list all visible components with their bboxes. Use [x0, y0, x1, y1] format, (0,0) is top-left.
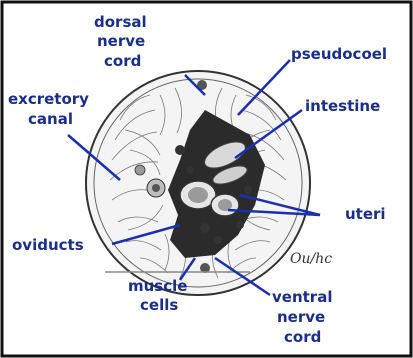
label-oviducts: oviducts [12, 236, 84, 254]
worm-body-illustration [86, 71, 310, 295]
label-dorsal-cord: cord [104, 52, 141, 70]
label-pseudocoel: pseudocoel [291, 45, 387, 63]
label-excretory: excretory [8, 90, 89, 108]
label-dorsal: dorsal [94, 13, 147, 31]
artist-signature: Ou/hc [290, 251, 332, 267]
label-ventral: ventral [272, 288, 332, 306]
label-dorsal-nerve: nerve [97, 32, 145, 50]
uterus-left-inner [188, 187, 208, 203]
label-cells: cells [140, 296, 178, 314]
label-muscle: muscle [128, 277, 187, 295]
label-uteri: uteri [345, 205, 386, 223]
label-ventral-cord: cord [284, 328, 321, 346]
label-ventral-nerve: nerve [277, 308, 325, 326]
label-intestine: intestine [305, 97, 380, 115]
label-canal: canal [28, 110, 73, 128]
